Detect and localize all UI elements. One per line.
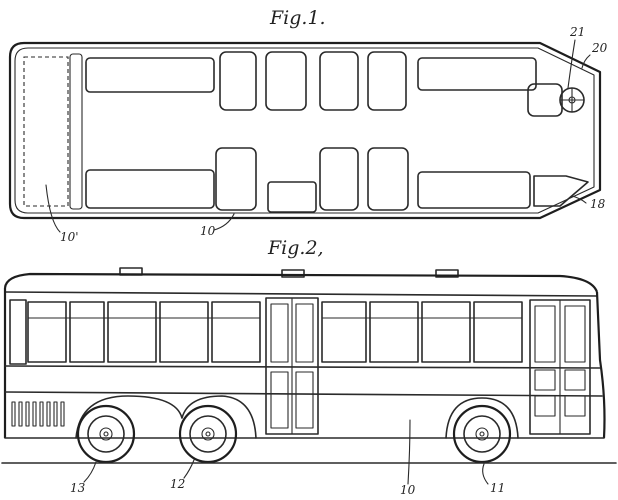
window-front-2 <box>369 301 419 363</box>
rear-seat-bench <box>69 53 83 210</box>
ref-10-prime: 10' <box>60 230 79 244</box>
seat-bottom-front-corner <box>533 175 589 207</box>
window-rear-1 <box>9 299 27 365</box>
ref-10-fig2: 10 <box>400 483 416 497</box>
seat-top-4 <box>367 51 407 111</box>
window-rear-6 <box>211 301 261 363</box>
window-front-1 <box>321 301 367 363</box>
leader-10-fig1 <box>213 213 235 231</box>
bus-body-inner-outline <box>14 47 595 214</box>
center-door-pane-r <box>295 303 314 363</box>
rear-louvres <box>11 401 65 427</box>
fig1-title: Fig.1. <box>269 7 326 29</box>
window-rear-4 <box>107 301 157 363</box>
wheel-12 <box>178 404 238 464</box>
window-front-4 <box>473 301 523 363</box>
wheel-13 <box>76 404 136 464</box>
leader-10-fig2 <box>407 419 411 485</box>
front-door-panel-l1 <box>534 369 556 391</box>
seat-top-2 <box>265 51 307 111</box>
roof-vent-2 <box>281 269 305 278</box>
ref-10-fig1: 10 <box>200 224 216 238</box>
seat-top-long-front <box>417 57 537 91</box>
center-door-panel-l <box>270 371 289 429</box>
fig2-side-view <box>1 267 617 464</box>
leader-13 <box>83 461 97 483</box>
ref-11: 11 <box>490 481 505 495</box>
fig1-plan-view <box>8 41 602 220</box>
front-door-panel-r2 <box>564 395 586 417</box>
seat-top-1 <box>219 51 257 111</box>
ref-12: 12 <box>170 477 185 491</box>
seat-bottom-long-rear <box>85 169 215 209</box>
fig2-title: Fig.2, <box>267 237 324 259</box>
leader-18 <box>571 195 587 204</box>
driver-seat <box>527 83 563 117</box>
seat-top-3 <box>319 51 359 111</box>
steering-wheel-icon <box>559 87 585 113</box>
seat-bottom-3 <box>367 147 409 211</box>
rear-compartment-dashed <box>23 56 69 207</box>
leader-20 <box>581 54 591 69</box>
window-sill <box>4 365 601 369</box>
window-rear-2 <box>27 301 67 363</box>
seat-bottom-long-front <box>417 171 531 209</box>
front-door-panel-l2 <box>534 395 556 417</box>
ref-21: 21 <box>569 25 585 39</box>
center-door-panel-r <box>295 371 314 429</box>
bus-body-outline <box>8 41 602 220</box>
ref-20: 20 <box>591 41 608 55</box>
leader-10-prime <box>45 184 61 233</box>
seat-bottom-aisle <box>267 181 317 213</box>
wheel-11 <box>452 404 512 464</box>
roof-eave <box>4 291 598 297</box>
belt-rail <box>4 391 603 397</box>
seat-bottom-1 <box>215 147 257 211</box>
leader-21 <box>567 39 576 89</box>
front-door-pane-l <box>534 305 556 363</box>
wheel-arch-rear <box>75 395 257 439</box>
window-rear-5 <box>159 301 209 363</box>
fig2-reference-numerals: 13 12 10 11 <box>70 419 505 497</box>
window-front-3 <box>421 301 471 363</box>
seat-top-long-rear <box>85 57 215 93</box>
roof-line <box>3 272 599 293</box>
front-door-panel-r1 <box>564 369 586 391</box>
fig1-reference-numerals: 21 20 18 10' 10 <box>45 25 608 244</box>
ref-13: 13 <box>70 481 86 495</box>
leader-11 <box>482 463 489 485</box>
roof-vent-3 <box>435 269 459 278</box>
center-door-pane-l <box>270 303 289 363</box>
wheel-arch-front <box>445 397 519 439</box>
seat-bottom-2 <box>319 147 359 211</box>
window-rear-3 <box>69 301 105 363</box>
leader-12 <box>183 459 195 479</box>
body-front-edge <box>595 291 606 439</box>
front-door-pane-r <box>564 305 586 363</box>
ref-18: 18 <box>590 197 606 211</box>
